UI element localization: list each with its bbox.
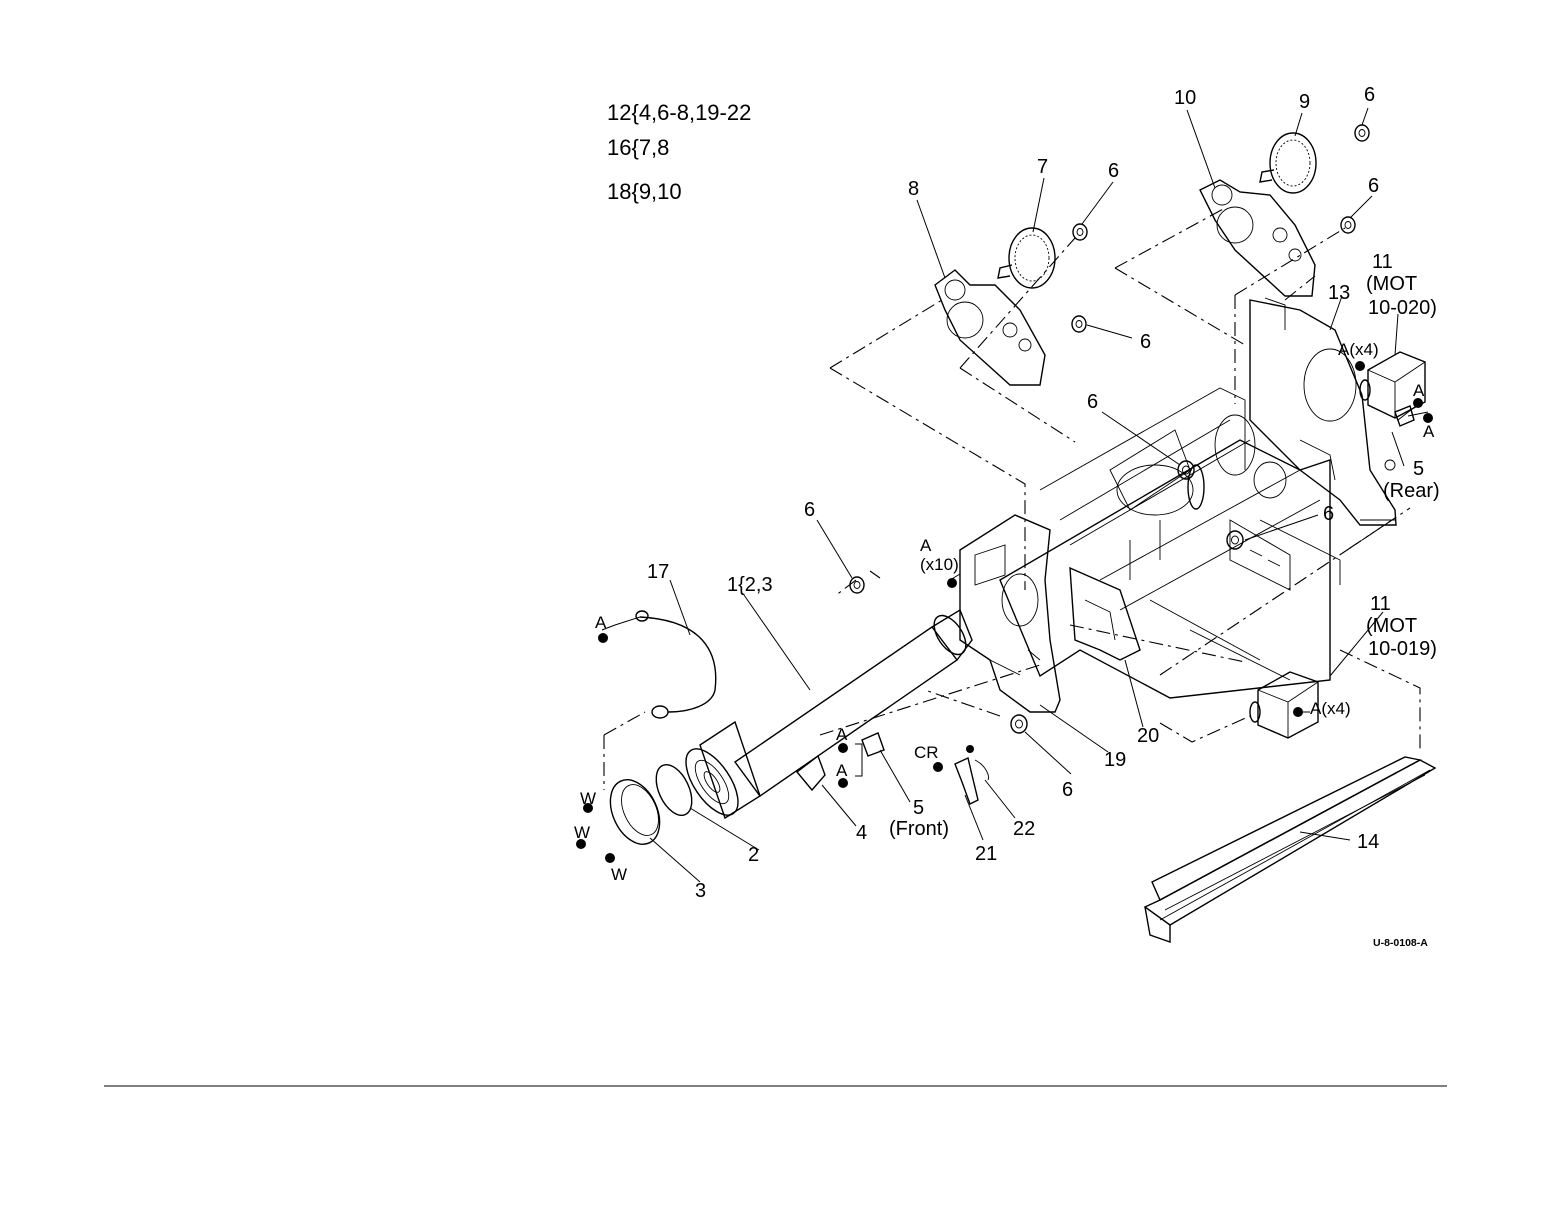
callout-a-x4: A(x4) [1310, 699, 1351, 718]
rear-side-plate [1250, 298, 1396, 525]
bearings [850, 125, 1369, 733]
callout-w: W [574, 823, 590, 842]
callout-a: A [920, 536, 932, 555]
callout-3: 3 [695, 880, 706, 902]
callout-x10: (x10) [920, 555, 959, 574]
gear-7 [998, 228, 1055, 288]
front-side-plate [960, 515, 1060, 712]
part-21 [955, 758, 978, 804]
callout-21: 21 [975, 843, 997, 865]
callout-6: 6 [1062, 779, 1073, 801]
callout-cr: CR [914, 743, 939, 762]
legend-line-2: 16{7,8 [607, 135, 669, 160]
callout-a-x4: A(x4) [1338, 340, 1379, 359]
fastener-dots [576, 361, 1433, 863]
callout-mot-line-1: (MOT [1366, 615, 1417, 637]
callout-w: W [611, 865, 627, 884]
callout-6: 6 [1087, 391, 1098, 413]
callout-6: 6 [1368, 175, 1379, 197]
callout-4: 4 [856, 822, 867, 844]
callout-22: 22 [1013, 818, 1035, 840]
part-4 [797, 756, 825, 790]
callout-mot-line-2: 10-020) [1368, 297, 1437, 319]
callout-w: W [580, 789, 596, 808]
callout-5: 5 [1413, 458, 1424, 480]
leader-lines [602, 108, 1428, 882]
fuser-roll [676, 610, 972, 824]
cable-17 [636, 611, 716, 718]
callout-6: 6 [804, 499, 815, 521]
callout-1: 1{2,3 [727, 574, 773, 596]
callout-5: 5 [913, 797, 924, 819]
sensor-front [862, 733, 884, 756]
callout-6: 6 [1108, 160, 1119, 182]
callout-8: 8 [908, 178, 919, 200]
legend: 12{4,6-8,19-22 16{7,8 18{9,10 [607, 100, 751, 204]
legend-line-1: 12{4,6-8,19-22 [607, 100, 751, 125]
callout-mot-line-1: (MOT [1366, 273, 1417, 295]
callout-14: 14 [1357, 831, 1379, 853]
callout-a: A [595, 613, 607, 632]
callout-2: 2 [748, 844, 759, 866]
callout-a: A [1413, 381, 1425, 400]
callout-11: 11 [1370, 593, 1391, 615]
callout-rear: (Rear) [1383, 480, 1440, 502]
callout-10: 10 [1174, 87, 1196, 109]
callout-labels: 10 9 6 7 6 8 6 11 (MOT 10-020) 13 6 A(x4… [574, 84, 1440, 902]
drawing-id: U-8-0108-A [1373, 937, 1428, 949]
callout-6: 6 [1323, 503, 1334, 525]
gear-bracket-10 [1200, 180, 1315, 296]
callout-front: (Front) [889, 818, 949, 840]
ring-2 [649, 759, 699, 821]
gear-9 [1260, 133, 1316, 193]
callout-9: 9 [1299, 91, 1310, 113]
callout-11: 11 [1372, 251, 1393, 273]
guide-14 [1145, 757, 1435, 942]
callout-mot-line-2: 10-019) [1368, 638, 1437, 660]
callout-6: 6 [1364, 84, 1375, 106]
bracket-20 [1070, 568, 1140, 660]
callout-7: 7 [1037, 156, 1048, 178]
bearing-3 [601, 772, 670, 852]
callout-6: 6 [1140, 331, 1151, 353]
callout-a: A [836, 725, 848, 744]
callout-a: A [1423, 422, 1435, 441]
part-22 [975, 760, 988, 780]
callout-13: 13 [1328, 282, 1350, 304]
callout-20: 20 [1137, 725, 1159, 747]
callout-a: A [836, 761, 848, 780]
main-chassis [1000, 388, 1340, 698]
callout-17: 17 [647, 561, 669, 583]
callout-19: 19 [1104, 749, 1126, 771]
legend-line-3: 18{9,10 [607, 179, 682, 204]
